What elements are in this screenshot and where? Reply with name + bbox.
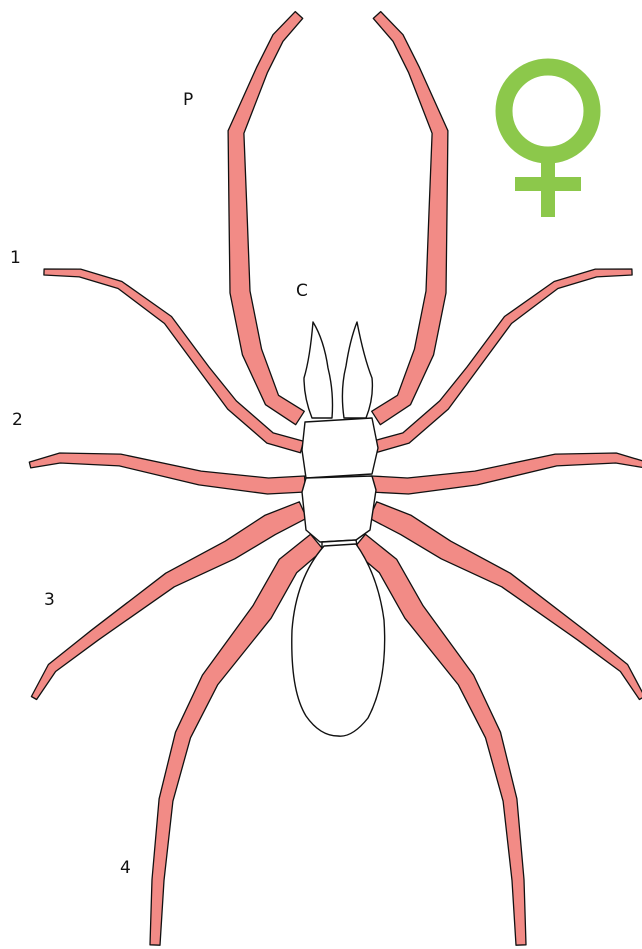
label-leg-2: 2 — [12, 412, 23, 429]
cephalothorax-rear — [302, 476, 376, 542]
chelicera-right — [342, 322, 372, 418]
leg-2-right — [371, 453, 642, 494]
abdomen — [292, 544, 385, 736]
label-pedipalp: P — [183, 92, 193, 109]
cephalothorax-front — [302, 418, 378, 478]
label-chelicera: C — [296, 283, 308, 300]
female-symbol-icon — [504, 67, 592, 217]
spider-body — [292, 322, 385, 736]
label-leg-1: 1 — [10, 250, 21, 267]
leg-2-left — [29, 453, 305, 494]
pedipalp-right — [372, 12, 448, 425]
chelicera-left — [304, 322, 333, 418]
female-symbol-ring — [504, 67, 592, 155]
label-leg-3: 3 — [44, 592, 55, 609]
label-leg-4: 4 — [120, 860, 131, 877]
pedipalp-left — [228, 12, 304, 425]
